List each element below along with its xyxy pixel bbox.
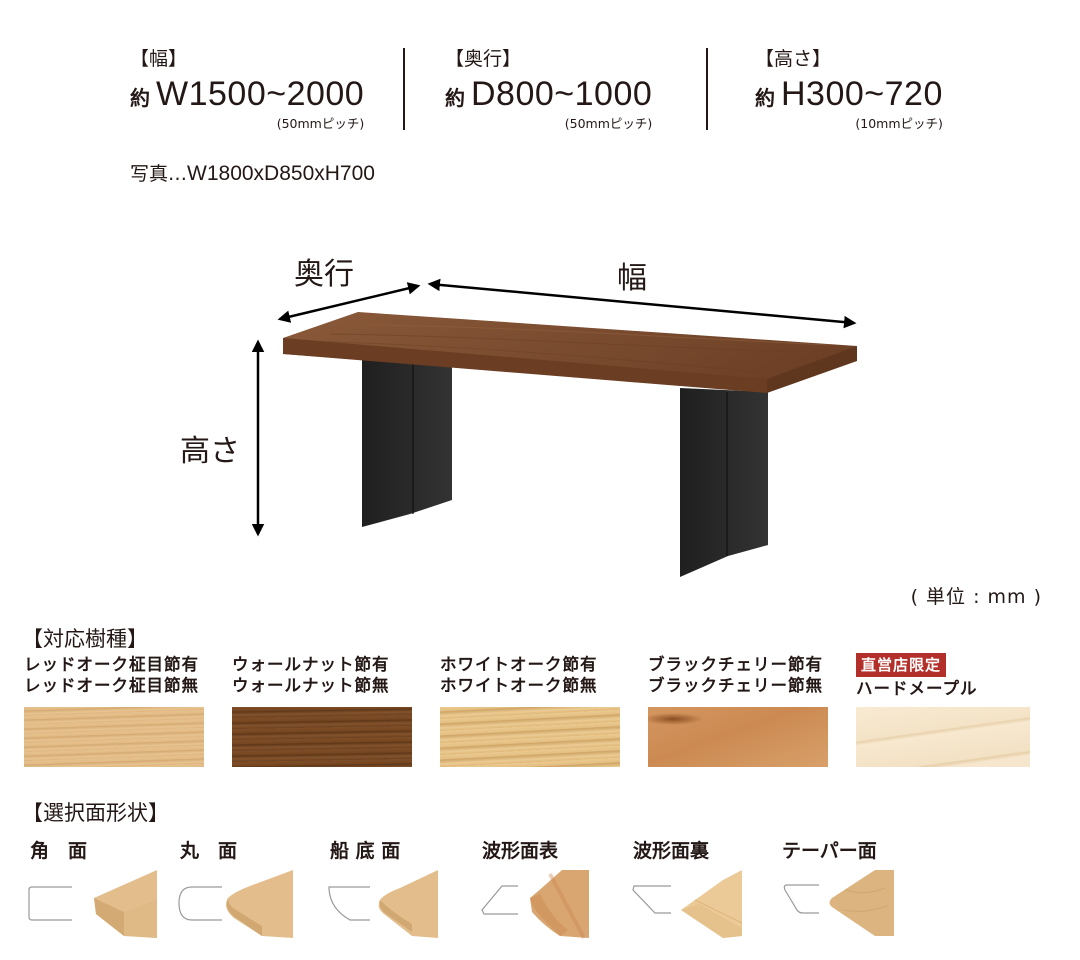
spec-width-value: 約 W1500~2000 [130,77,364,111]
approx-prefix: 約 [130,86,150,110]
profile-label-wave-front: 波形面表 [482,840,559,862]
wood-name-line1: ウォールナット節有 [232,655,390,674]
approx-prefix: 約 [755,86,775,110]
spec-height-label: 【高さ】 [755,48,832,70]
profile-label-taper: テーパー面 [782,840,877,862]
spec-width-label: 【幅】 [130,48,188,70]
photo-note-prefix: 写真… [130,163,188,185]
wood-item-white-oak: ホワイトオーク節有 ホワイトオーク節無 [440,654,620,767]
wood-name-line2: ホワイトオーク節無 [440,676,598,695]
spec-height-range: H300~720 [781,75,943,113]
spec-width-pitch: (50mmピッチ) [276,116,365,131]
profile-label-round: 丸 面 [180,840,238,862]
spec-height: 【高さ】 約 H300~720 (10mmピッチ) [755,44,943,132]
wood-name-line2: ウォールナット節無 [232,676,390,695]
wood-name-line1: ブラックチェリー節有 [648,655,823,674]
wood-species-title: 【対応樹種】 [22,627,148,651]
spec-depth-pitch: (50mmピッチ) [564,116,653,131]
profile-taper-icon [783,870,894,936]
spec-height-pitch: (10mmピッチ) [855,116,943,131]
spec-depth: 【奥行】 約 D800~1000 (50mmピッチ) [445,44,652,132]
profile-label-square: 角 面 [30,840,88,862]
wood-name-line1: ハードメープル [856,679,978,698]
profile-square-icon [28,870,157,938]
photo-size-note: 写真…W1800xD850xH700 [130,159,375,186]
profile-wave-back-icon [632,870,743,938]
profile-label-boat: 船 底 面 [330,840,401,862]
spec-depth-value: 約 D800~1000 [445,77,652,111]
profile-round-icon [178,870,293,938]
wood-name-line2: ブラックチェリー節無 [648,676,823,695]
wood-name-line1: ホワイトオーク節有 [440,655,598,674]
spec-width: 【幅】 約 W1500~2000 (50mmピッチ) [130,44,364,132]
spec-height-value: 約 H300~720 [755,77,943,111]
profile-boat-icon [328,870,438,938]
wood-item-red-oak: レッドオーク柾目節有 レッドオーク柾目節無 [24,654,204,767]
wood-swatch-walnut [232,707,412,767]
wood-name-line2: レッドオーク柾目節無 [24,676,199,695]
width-label: 幅 [617,261,647,296]
spec-divider [403,48,405,130]
wood-item-black-cherry: ブラックチェリー節有 ブラックチェリー節無 [648,654,828,767]
approx-prefix: 約 [445,86,465,110]
wood-swatch-white-oak [440,707,620,767]
spec-depth-range: D800~1000 [471,75,653,113]
wood-name-line1: レッドオーク柾目節有 [24,655,199,674]
spec-width-range: W1500~2000 [156,75,365,113]
profile-wave-front-icon [481,870,589,939]
depth-label: 奥行 [294,257,354,292]
photo-note-size: W1800xD850xH700 [187,162,375,185]
wood-item-hard-maple: 直営店限定 ハードメープル [856,653,1036,767]
height-label: 高さ [180,434,240,469]
spec-depth-label: 【奥行】 [445,48,522,70]
spec-divider [706,48,708,130]
profile-label-wave-back: 波形面裏 [633,840,710,862]
unit-note: ( 単位 : mm ) [910,586,1042,608]
wood-item-walnut: ウォールナット節有 ウォールナット節無 [232,654,412,767]
wood-swatch-black-cherry [648,707,828,767]
edge-profile-title: 【選択面形状】 [22,801,169,825]
wood-swatch-hard-maple [856,707,1030,767]
wood-swatch-red-oak [24,707,204,767]
store-limited-badge: 直営店限定 [856,653,947,677]
